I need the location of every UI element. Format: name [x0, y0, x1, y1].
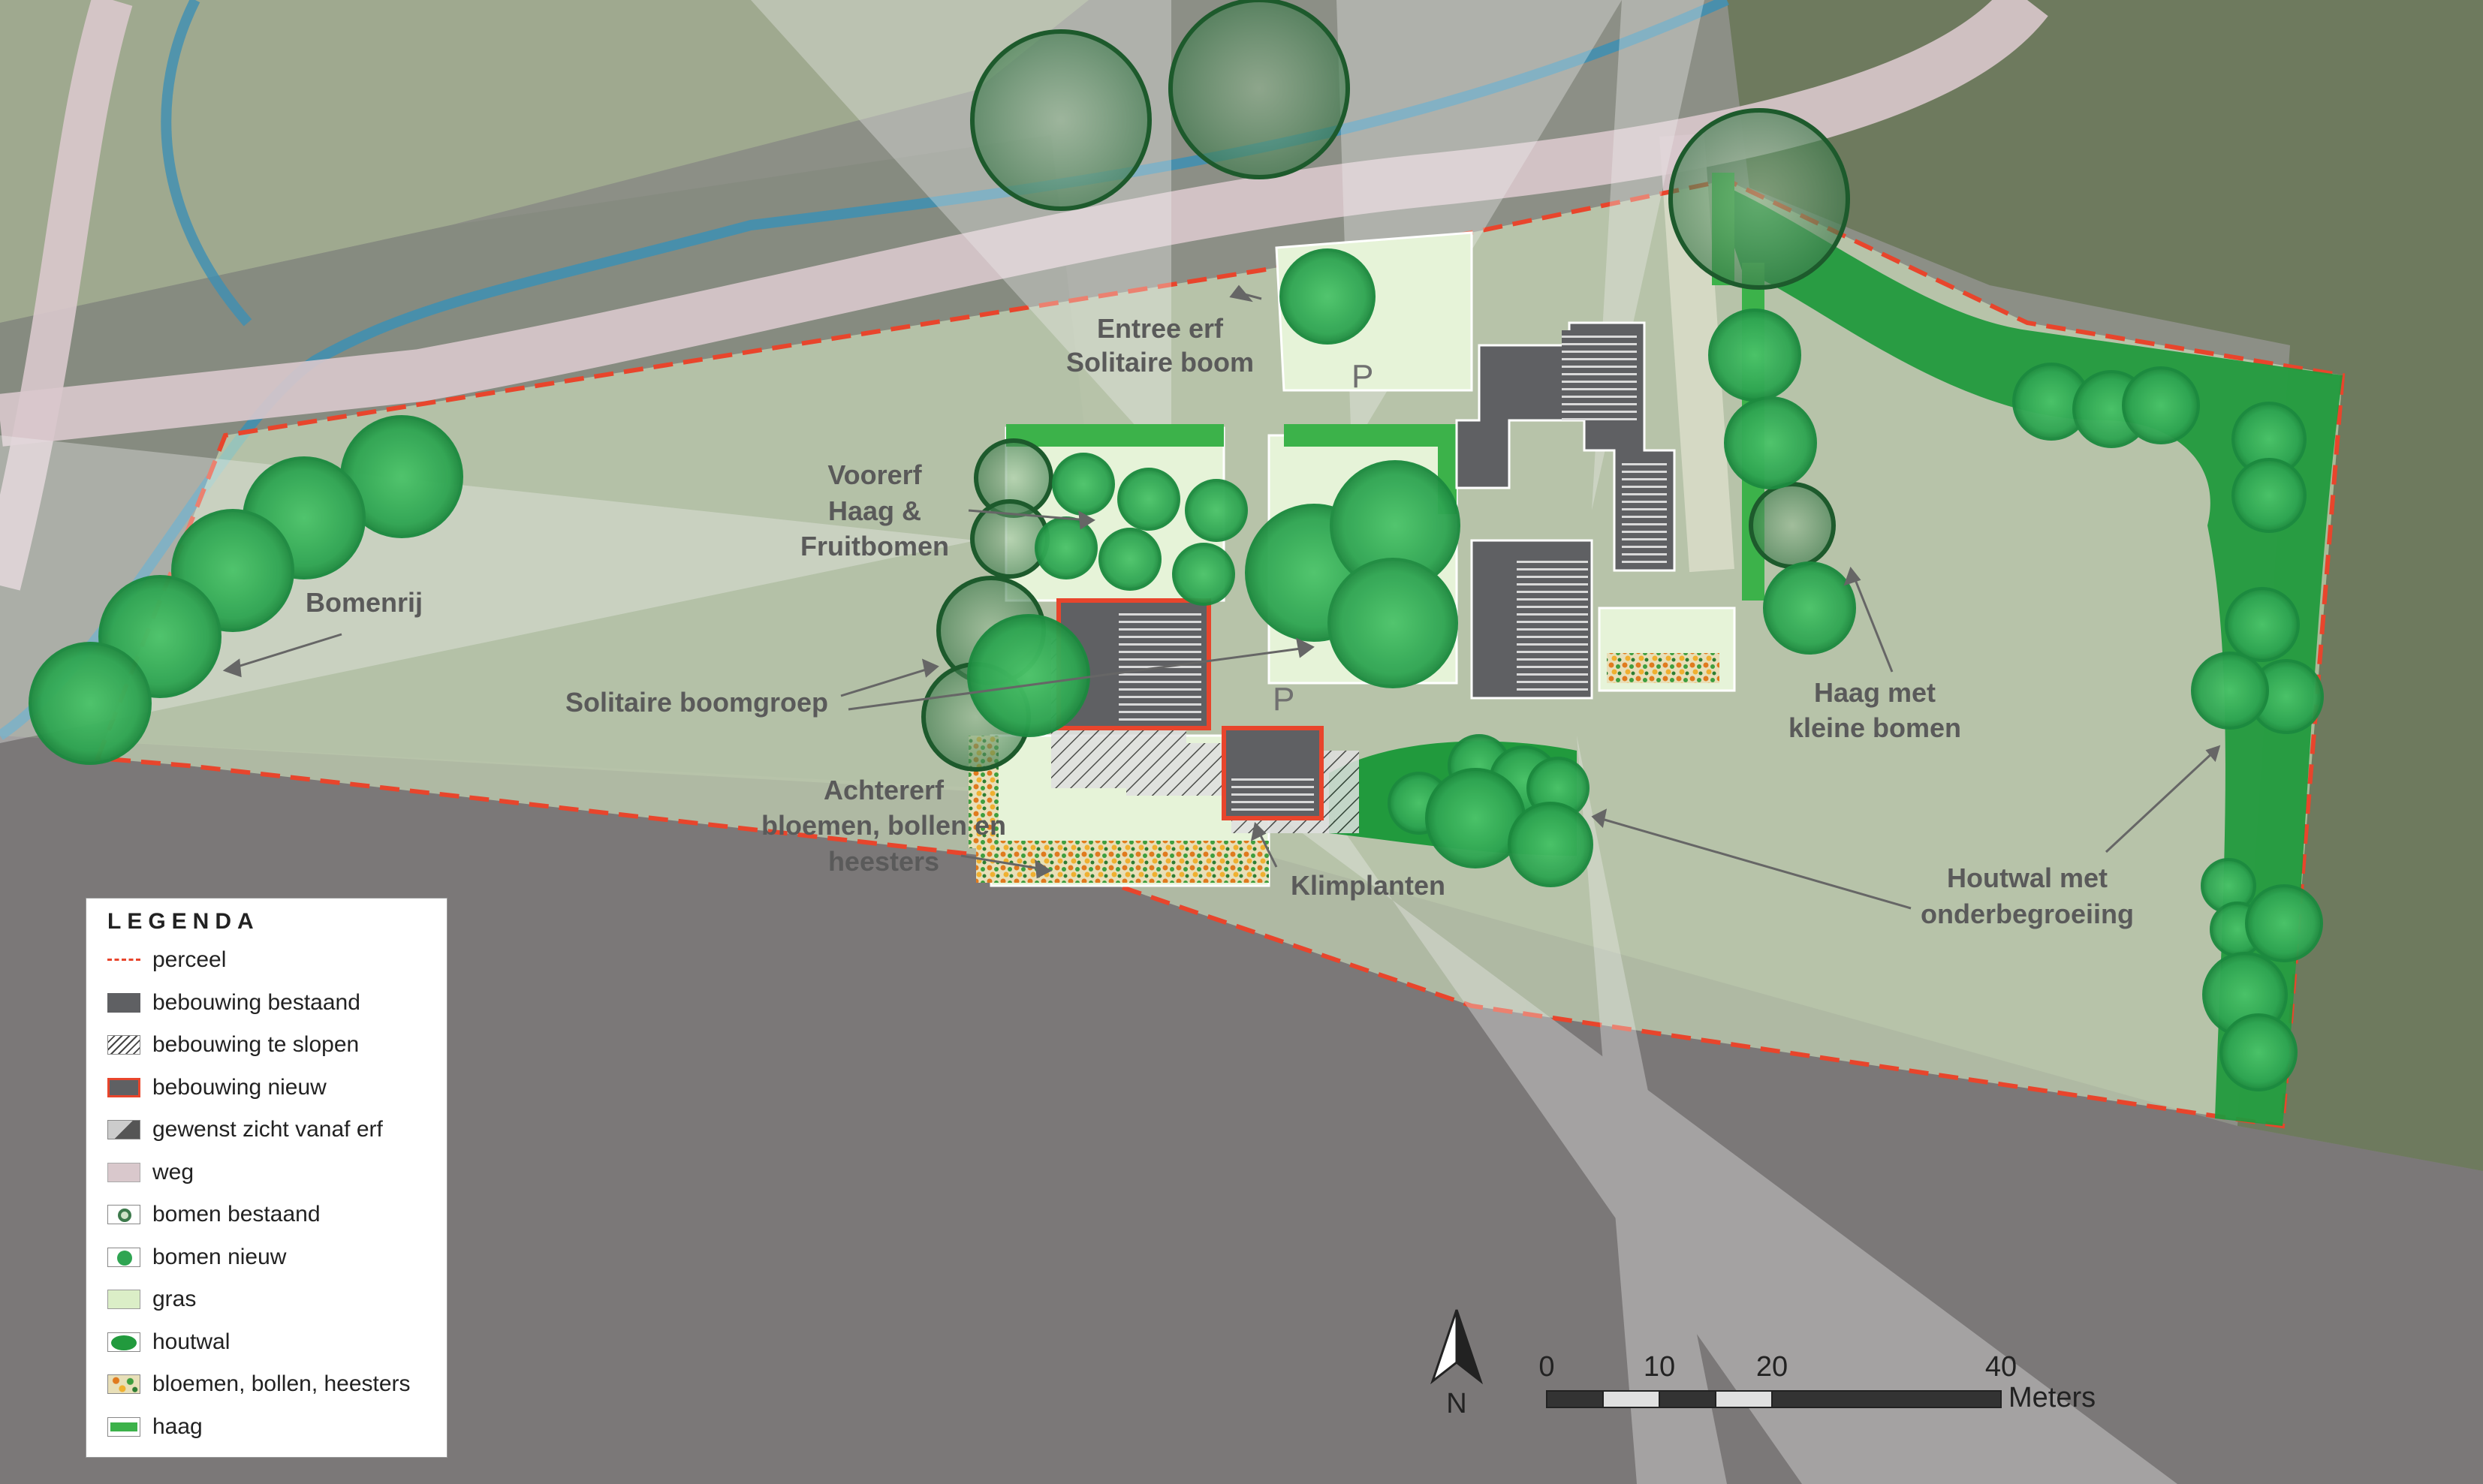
- legend-label: bebouwing bestaand: [152, 989, 360, 1015]
- bomen-bestaand-swatch: [107, 1205, 140, 1225]
- legend-item-bloemen: bloemen, bollen, heesters: [98, 1363, 435, 1406]
- perceel-swatch: [107, 959, 140, 969]
- label-houtwal-1: Houtwal met: [1947, 862, 2108, 893]
- scale-unit: Meters: [2008, 1382, 2096, 1413]
- legend-label: bloemen, bollen, heesters: [152, 1371, 411, 1397]
- label-entree-2: Solitaire boom: [1066, 347, 1254, 378]
- bloemen-swatch: [107, 1374, 140, 1395]
- field-south: [0, 736, 2483, 1484]
- legend-label: gras: [152, 1287, 197, 1312]
- ditch-north: [161, 0, 252, 327]
- legend-item-bomen-bestaand: bomen bestaand: [98, 1194, 435, 1236]
- legend-label: bomen nieuw: [152, 1244, 287, 1269]
- north-label: N: [1446, 1388, 1466, 1419]
- road-main: [0, 0, 2048, 447]
- label-voorerf-2: Haag &: [828, 495, 921, 526]
- scale-tick-20: 20: [1756, 1351, 1788, 1383]
- road-west: [0, 0, 133, 591]
- zicht-swatch: [107, 1120, 140, 1140]
- legend-item-bebouwing-nieuw: bebouwing nieuw: [98, 1067, 435, 1109]
- legend-label: houtwal: [152, 1329, 231, 1354]
- label-haag-2: kleine bomen: [1788, 712, 1961, 743]
- label-arrows: [222, 284, 2221, 910]
- legend-label: gewenst zicht vanaf erf: [152, 1117, 383, 1142]
- trees-new: [29, 248, 2324, 1091]
- label-achtererf-1: Achtererf: [824, 775, 945, 805]
- legend-label: haag: [152, 1413, 203, 1439]
- weg-swatch: [107, 1162, 140, 1182]
- legend-item-perceel: perceel: [98, 939, 435, 982]
- legend-item-haag: haag: [98, 1406, 435, 1449]
- legend-item-bebouwing-bestaand: bebouwing bestaand: [98, 982, 435, 1025]
- parking-label-north: P: [1351, 358, 1373, 395]
- nieuw-swatch: [107, 1077, 140, 1097]
- bestaand-swatch: [107, 992, 140, 1013]
- houtwal-swatch: [107, 1332, 140, 1352]
- haag-swatch: [107, 1416, 140, 1437]
- legend-item-bomen-nieuw: bomen nieuw: [98, 1236, 435, 1279]
- label-achtererf-3: heesters: [828, 846, 939, 877]
- building-stripes: [1517, 330, 1667, 691]
- scale-tick-0: 0: [1538, 1351, 1554, 1383]
- label-entree-1: Entree erf: [1097, 313, 1224, 344]
- legend-item-weg: weg: [98, 1151, 435, 1194]
- label-haag-1: Haag met: [1814, 677, 1936, 708]
- meadow-north: [0, 0, 1089, 323]
- scale-tick-40: 40: [1985, 1351, 2017, 1383]
- bomen-nieuw-swatch: [107, 1247, 140, 1267]
- legend-item-zicht: gewenst zicht vanaf erf: [98, 1109, 435, 1151]
- legend-item-gras: gras: [98, 1278, 435, 1321]
- legend-label: bomen bestaand: [152, 1202, 321, 1227]
- gras-swatch: [107, 1290, 140, 1310]
- legend-title: LEGENDA: [107, 909, 260, 934]
- buildings-new-stripes: [1119, 612, 1314, 814]
- north-arrow: N: [1430, 1309, 1484, 1419]
- label-voorerf-3: Fruitbomen: [800, 531, 949, 561]
- label-houtwal-2: onderbegroeiing: [1921, 899, 2134, 929]
- ditch: [0, 0, 1729, 740]
- legend-label: weg: [152, 1159, 194, 1184]
- legend-label: bebouwing nieuw: [152, 1074, 327, 1100]
- scale-tick-10: 10: [1644, 1351, 1675, 1383]
- label-achtererf-2: bloemen, bollen en: [761, 810, 1006, 841]
- legend-item-houtwal: houtwal: [98, 1321, 435, 1364]
- label-voorerf-1: Voorerf: [827, 459, 922, 490]
- scale-bar: 0 10 20 40 Meters: [1538, 1351, 2096, 1413]
- map-labels: Entree erf Solitaire boom Voorerf Haag &…: [306, 313, 2134, 929]
- legend-item-bebouwing-slopen: bebouwing te slopen: [98, 1024, 435, 1067]
- label-solitaire-boomgroep: Solitaire boomgroep: [565, 687, 828, 718]
- parking-label-south: P: [1273, 681, 1294, 718]
- legend-label: perceel: [152, 947, 227, 973]
- legend-label: bebouwing te slopen: [152, 1032, 360, 1058]
- slopen-swatch: [107, 1035, 140, 1055]
- legend: LEGENDA perceel bebouwing bestaand bebou…: [86, 898, 447, 1458]
- label-bomenrij: Bomenrij: [306, 587, 423, 618]
- label-klimplanten: Klimplanten: [1291, 870, 1445, 901]
- flower-beds: [969, 653, 1719, 883]
